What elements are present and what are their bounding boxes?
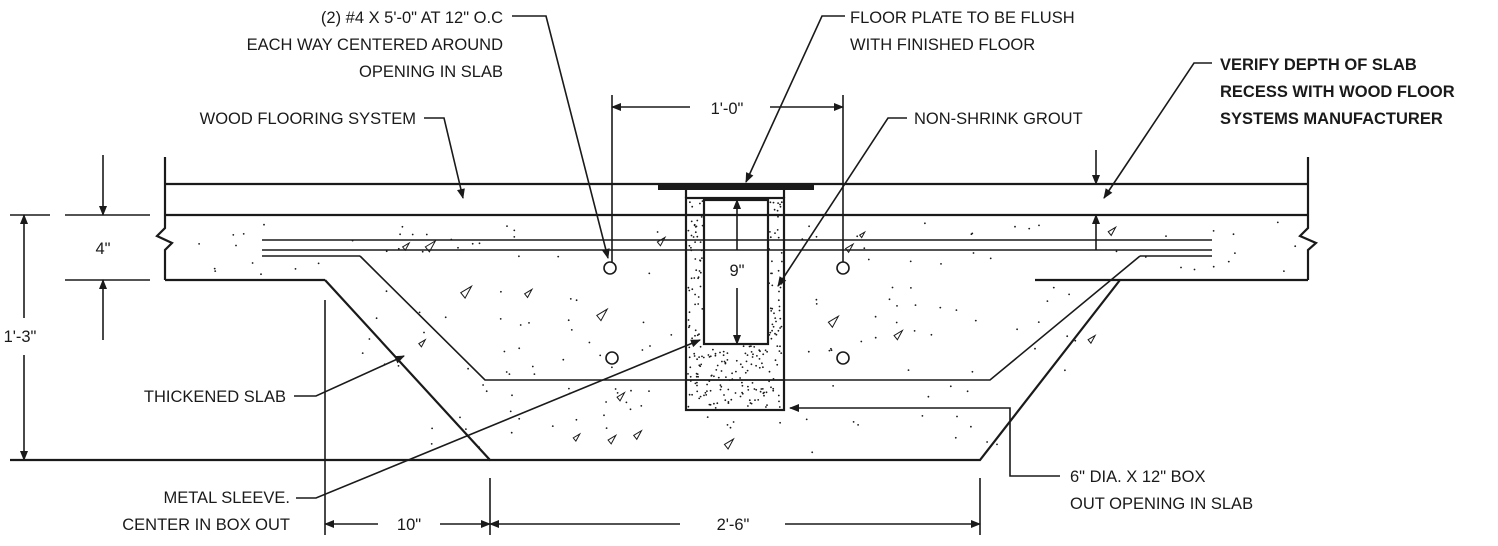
- dim-grout-depth: 9": [729, 262, 744, 280]
- dim-slab-depth: 4": [95, 240, 110, 258]
- rebar-label-line2: EACH WAY CENTERED AROUND: [247, 36, 503, 54]
- metal-sleeve-label-line2: CENTER IN BOX OUT: [122, 516, 290, 534]
- thickened-slab-label: THICKENED SLAB: [144, 388, 286, 406]
- dim-top-width: 1'-0": [711, 100, 744, 118]
- annotations: (2) #4 X 5'-0" AT 12" O.C EACH WAY CENTE…: [4, 9, 1455, 534]
- wood-flooring-label: WOOD FLOORING SYSTEM: [200, 110, 416, 128]
- verify-label-line2: RECESS WITH WOOD FLOOR: [1220, 83, 1455, 101]
- box-out-label-line2: OUT OPENING IN SLAB: [1070, 495, 1253, 513]
- box-out: [658, 184, 814, 412]
- dimensions: [10, 95, 1100, 535]
- box-out-label-line1: 6" DIA. X 12" BOX: [1070, 468, 1206, 486]
- dim-taper-width: 10": [397, 516, 421, 534]
- rebar-circles: [603, 261, 850, 365]
- rebar-label-line3: OPENING IN SLAB: [359, 63, 503, 81]
- slab-outline: [10, 157, 1319, 462]
- verify-label-line1: VERIFY DEPTH OF SLAB: [1220, 56, 1417, 74]
- verify-label-line3: SYSTEMS MANUFACTURER: [1220, 110, 1443, 128]
- rebar-label-line1: (2) #4 X 5'-0" AT 12" O.C: [321, 9, 503, 27]
- dim-total-depth: 1'-3": [4, 328, 37, 346]
- leaders: [294, 15, 1212, 499]
- metal-sleeve-label-line1: METAL SLEEVE.: [163, 489, 290, 507]
- floor-plate-label-line1: FLOOR PLATE TO BE FLUSH: [850, 9, 1075, 27]
- concrete-texture: [198, 221, 1297, 454]
- dim-bottom-width: 2'-6": [717, 516, 750, 534]
- floor-plate-label-line2: WITH FINISHED FLOOR: [850, 36, 1035, 54]
- grout-texture: [687, 200, 783, 409]
- grout-label: NON-SHRINK GROUT: [914, 110, 1083, 128]
